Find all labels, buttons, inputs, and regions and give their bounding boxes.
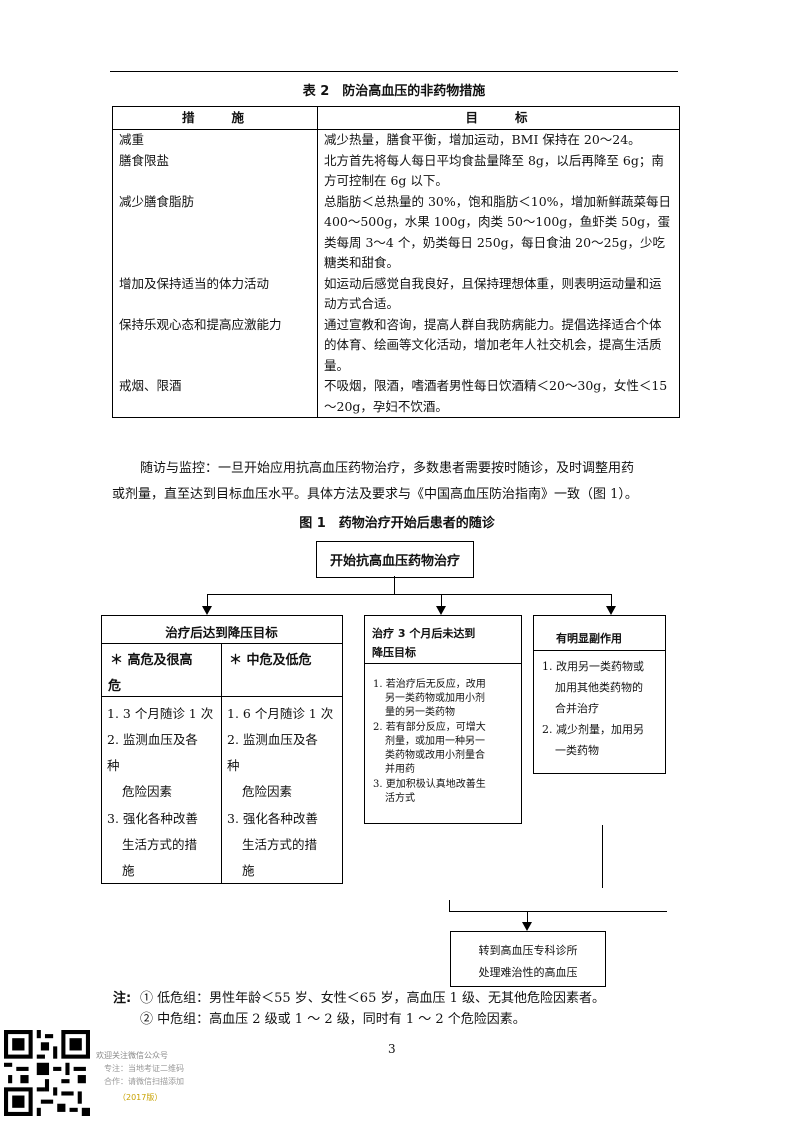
connector [449,900,450,912]
right-box-line: 合并治疗 [555,702,599,715]
table-row: 减少膳食脂肪 总脂肪＜总热量的 30%，饱和脂肪＜10%，增加新鲜蔬菜每日 40… [112,191,680,274]
arrow-down-icon [202,606,212,615]
mid-box-line: 量的另一类药物 [385,707,455,718]
measure-cell: 保持乐观心态和提高应激能力 [112,314,318,376]
mid-box-line: 另一类药物或加用小剂 [385,693,485,704]
connector [207,594,612,595]
right-box-line: 2. 减少剂量，加用另 [542,723,644,736]
side-effects-box [533,615,666,774]
goal-cell: 不吸烟，限酒，嗜酒者男性每日饮酒精＜20～30g，女性＜15～20g，孕妇不饮酒… [317,376,680,418]
watermark-line4: （2017版） [118,1093,163,1102]
start-treatment-box: 开始抗高血压药物治疗 [316,541,474,578]
measure-cell: 增加及保持适当的体力活动 [112,273,318,315]
connector [441,594,442,607]
right-col-line: 2. 监测血压及各 [227,732,318,747]
mid-risk-header: ＊ 中危及低危 [229,653,312,668]
page-number: 3 [388,1042,396,1056]
watermark-line2: 专注：当地考证二维码 [104,1064,184,1073]
left-col-line: 1. 3 个月随诊 1 次 [107,706,214,721]
followup-paragraph-line1: 随访与监控：一旦开始应用抗高血压药物治疗，多数患者需要按时随诊，及时调整用药 [140,461,635,476]
connector [527,911,528,923]
target-not-reached-title: 治疗 3 个月后未达到 [372,627,476,640]
table-row: 增加及保持适当的体力活动 如运动后感觉自我良好，且保持理想体重，则表明运动量和运… [112,273,680,315]
divider [221,643,222,883]
referral-box [450,931,606,987]
left-col-line: 3. 强化各种改善 [107,811,198,826]
figure-title: 图 1 药物治疗开始后患者的随诊 [299,516,495,531]
arrow-down-icon [606,606,616,615]
high-risk-header: ＊ 高危及很高 [110,653,193,668]
right-col-line: 危险因素 [242,784,293,799]
table-row: 膳食限盐 北方首先将每人每日平均食盐量降至 8g，以后再降至 6g；南方可控制在… [112,150,680,192]
table-row: 保持乐观心态和提高应激能力 通过宣教和咨询，提高人群自我防病能力。提倡选择适合个… [112,314,680,376]
target-not-reached-box [364,615,522,824]
watermark-line1: 欢迎关注微信公众号 [96,1051,168,1060]
table-title: 表 2 防治高血压的非药物措施 [302,84,486,99]
mid-box-line: 3. 更加积极认真地改善生 [373,779,486,790]
connector [207,594,208,607]
divider [364,663,521,664]
mid-box-line: 1. 若治疗后无反应，改用 [373,679,486,690]
header-goal: 目 标 [317,106,680,130]
right-box-line: 1. 改用另一类药物或 [542,660,644,673]
side-effects-title: 有明显副作用 [556,632,622,645]
qr-code-icon [4,1030,90,1116]
followup-paragraph-line2: 或剂量，直至达到目标血压水平。具体方法及要求与《中国高血压防治指南》一致（图 1… [112,487,638,502]
goal-cell: 北方首先将每人每日平均食盐量降至 8g，以后再降至 6g；南方可控制在 6g 以… [317,150,680,192]
left-col-line: 危险因素 [122,784,173,799]
mid-box-line: 活方式 [385,793,415,804]
top-rule [110,71,678,72]
watermark-line3: 合作：请微信扫描添加 [104,1077,184,1086]
arrow-down-icon [436,606,446,615]
header-measure: 措 施 [112,106,318,130]
target-not-reached-title-cont: 降压目标 [372,646,416,659]
goal-cell: 如运动后感觉自我良好，且保持理想体重，则表明运动量和运动方式合适。 [317,273,680,315]
right-box-line: 一类药物 [555,744,599,757]
target-reached-title: 治疗后达到降压目标 [165,625,278,640]
goal-cell: 通过宣教和咨询，提高人群自我防病能力。提倡选择适合个体的体育、绘画等文化活动，增… [317,314,680,376]
connector [602,825,603,888]
high-risk-header-cont: 危 [108,679,122,694]
measure-cell: 戒烟、限酒 [112,376,318,418]
connector [394,576,395,594]
right-col-line: 施 [242,863,255,878]
target-reached-box [101,615,343,884]
right-col-line: 种 [227,758,240,773]
table-row: 减重 减少热量，膳食平衡，增加运动，BMI 保持在 20～24。 [112,129,680,151]
left-col-line: 2. 监测血压及各 [107,732,198,747]
left-col-line: 种 [107,758,120,773]
mid-box-line: 剂量，或加用一种另一 [385,736,485,747]
note-mid-risk: ② 中危组：高血压 2 级或 1 ～ 2 级，同时有 1 ～ 2 个危险因素。 [140,1012,526,1027]
table-row: 戒烟、限酒 不吸烟，限酒，嗜酒者男性每日饮酒精＜20～30g，女性＜15～20g… [112,376,680,418]
nondrug-measures-table: 措 施 目 标 减重 减少热量，膳食平衡，增加运动，BMI 保持在 20～24。… [112,106,680,418]
measure-cell: 膳食限盐 [112,150,318,192]
right-col-line: 1. 6 个月随诊 1 次 [227,706,334,721]
mid-box-line: 类药物或改用小剂量合 [385,750,485,761]
right-box-line: 加用其他类药物的 [555,681,643,694]
arrow-down-icon [522,922,532,931]
connector [611,594,612,607]
right-col-line: 生活方式的措 [242,837,318,852]
left-col-line: 生活方式的措 [122,837,198,852]
goal-cell: 减少热量，膳食平衡，增加运动，BMI 保持在 20～24。 [317,129,680,151]
note-low-risk: ① 低危组：男性年龄＜55 岁、女性＜65 岁，高血压 1 级、无其他危险因素者… [140,991,606,1006]
measure-cell: 减少膳食脂肪 [112,191,318,274]
right-col-line: 3. 强化各种改善 [227,811,318,826]
referral-line1: 转到高血压专科诊所 [478,944,578,957]
left-col-line: 施 [122,863,135,878]
mid-box-line: 并用药 [385,764,415,775]
measure-cell: 减重 [112,129,318,151]
connector [449,911,667,912]
notes-label: 注: [113,991,132,1006]
goal-cell: 总脂肪＜总热量的 30%，饱和脂肪＜10%，增加新鲜蔬菜每日 400～500g，… [317,191,680,274]
start-treatment-label: 开始抗高血压药物治疗 [329,554,460,569]
referral-line2: 处理难治性的高血压 [478,966,578,979]
mid-box-line: 2. 若有部分反应，可增大 [373,722,486,733]
divider [533,650,665,651]
